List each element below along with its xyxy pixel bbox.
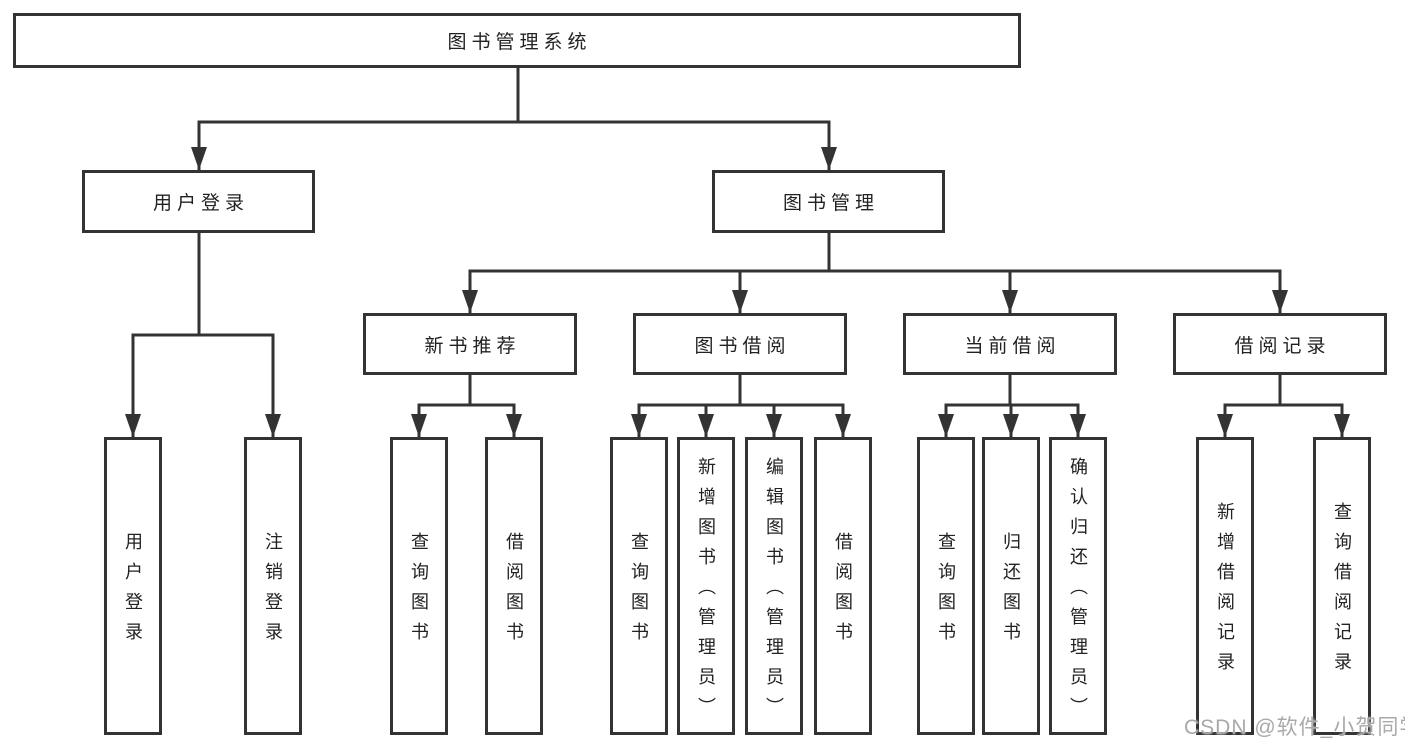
box-label: 注销登录 — [263, 532, 283, 652]
leaf-add-borrow-record: 新增借阅记录 — [1196, 437, 1254, 735]
box-label: 借阅图书 — [504, 532, 524, 652]
leaf-user-login: 用户登录 — [104, 437, 162, 735]
leaf-borrow-books-recommend: 借阅图书 — [485, 437, 543, 735]
node-borrow-records: 借阅记录 — [1173, 313, 1387, 375]
box-label: 查询图书 — [409, 532, 429, 652]
node-new-book-recommend: 新书推荐 — [363, 313, 577, 375]
connector-user-login-children — [125, 233, 281, 437]
box-label: 图书管理系统 — [447, 32, 592, 53]
box-label: 查询图书 — [936, 532, 956, 652]
leaf-borrow-books: 借阅图书 — [814, 437, 872, 735]
node-current-borrow: 当前借阅 — [903, 313, 1117, 375]
box-label: 图书借阅 — [694, 335, 791, 357]
connector-new-book-recommend-children — [411, 375, 522, 437]
box-label: 确认归还（管理员） — [1068, 457, 1088, 727]
box-label: 用户登录 — [152, 193, 249, 214]
connector-current-borrow-children — [938, 375, 1086, 437]
box-label: 借阅记录 — [1234, 335, 1331, 357]
box-label: 新书推荐 — [424, 335, 521, 357]
leaf-return-books: 归还图书 — [982, 437, 1040, 735]
leaf-edit-books-admin: 编辑图书（管理员） — [745, 437, 803, 735]
leaf-query-books-borrow: 查询图书 — [610, 437, 668, 735]
leaf-confirm-return-admin: 确认归还（管理员） — [1049, 437, 1107, 735]
node-user-login: 用户登录 — [82, 170, 315, 233]
box-label: 查询借阅记录 — [1332, 502, 1352, 682]
box-label: 查询图书 — [629, 532, 649, 652]
box-label: 编辑图书（管理员） — [764, 457, 784, 727]
box-label: 归还图书 — [1001, 532, 1021, 652]
box-label: 借阅图书 — [833, 532, 853, 652]
box-label: 图书管理 — [782, 193, 879, 214]
leaf-query-books-recommend: 查询图书 — [390, 437, 448, 735]
box-label: 当前借阅 — [964, 335, 1061, 357]
leaf-logout: 注销登录 — [244, 437, 302, 735]
box-label: 用户登录 — [123, 532, 143, 652]
leaf-query-books-current: 查询图书 — [917, 437, 975, 735]
connector-book-management-children — [462, 233, 1288, 313]
node-book-borrow: 图书借阅 — [633, 313, 847, 375]
csdn-watermark: CSDN @软件_小贺同学 — [1184, 716, 1405, 739]
leaf-query-borrow-record: 查询借阅记录 — [1313, 437, 1371, 735]
connector-book-borrow-children — [631, 375, 851, 437]
leaf-add-books-admin: 新增图书（管理员） — [677, 437, 735, 735]
node-book-management: 图书管理 — [712, 170, 945, 233]
box-label: 新增图书（管理员） — [696, 457, 716, 727]
connector-borrow-records-children — [1217, 375, 1350, 437]
node-library-management-system: 图书管理系统 — [13, 13, 1021, 68]
box-label: 新增借阅记录 — [1215, 502, 1235, 682]
connector-root-to-level2 — [191, 68, 837, 170]
